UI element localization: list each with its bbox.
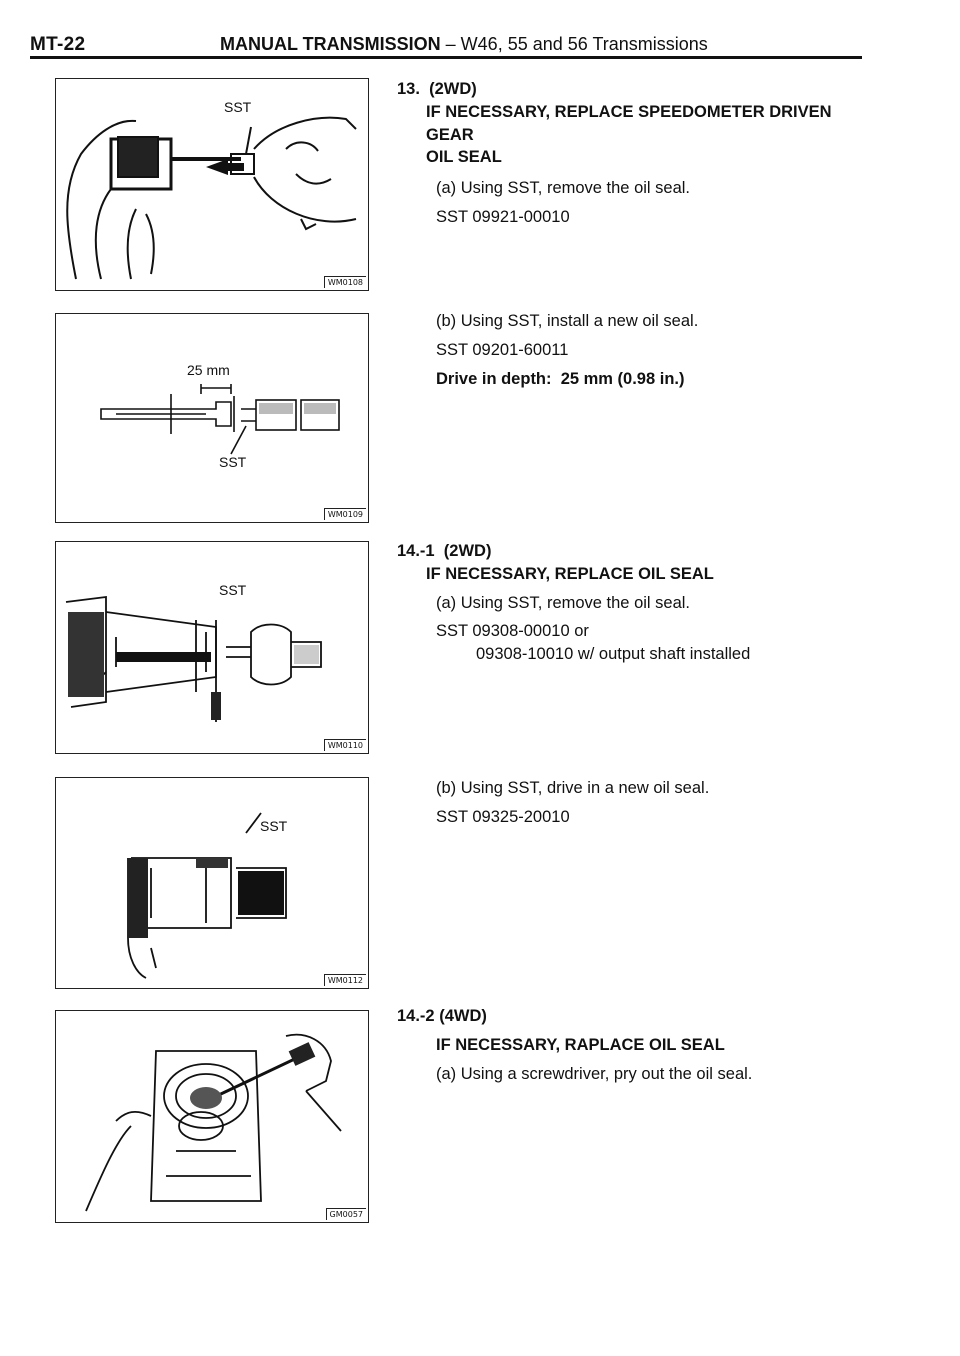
step-13-heading: 13. (2WD) <box>397 78 877 101</box>
figure-wm0109-sst-label: SST <box>219 454 247 470</box>
figure-wm0108-drawing <box>66 116 357 280</box>
figure-gm0057: GM0057 <box>55 1010 369 1223</box>
figure-wm0108-code: WM0108 <box>323 276 366 288</box>
step-13b-spec-label: Drive in depth: <box>436 369 552 388</box>
step-13-qualifier: (2WD) <box>429 80 477 98</box>
step-14-2-qualifier: (4WD) <box>439 1007 487 1025</box>
step-14-2-title: IF NECESSARY, RAPLACE OIL SEAL <box>436 1035 725 1054</box>
step-14-1-number: 14.-1 <box>397 542 435 560</box>
step-13-number: 13. <box>397 80 420 98</box>
step-13b-text: (b) Using SST, install a new oil seal. <box>436 312 699 330</box>
step-13a-text: (a) Using SST, remove the oil seal. <box>436 179 691 198</box>
step-13-title-line1: IF NECESSARY, REPLACE SPEEDOMETER DRIVEN… <box>426 102 832 144</box>
page-number: MT-22 <box>30 34 86 55</box>
step-13-block: 13. (2WD) IF NECESSARY, REPLACE SPEEDOME… <box>397 78 877 229</box>
step-14-2-heading: 14.-2 (4WD) <box>397 1005 877 1028</box>
step-14-1b-block: (b) Using SST, drive in a new oil seal. … <box>397 777 877 829</box>
page-title-bold: MANUAL TRANSMISSION <box>220 34 441 54</box>
step-14-1b-text: (b) Using SST, drive in a new oil seal. <box>436 779 710 797</box>
step-14-2-number: 14.-2 <box>397 1007 435 1025</box>
figure-wm0109: 25 mm SST WM0109 <box>55 313 369 523</box>
figure-wm0112-code: WM0112 <box>323 974 366 986</box>
step-13b-spec-value: 25 mm (0.98 in.) <box>560 369 685 388</box>
figure-wm0109-depth-label: 25 mm <box>187 362 230 378</box>
step-13-title-line2: OIL SEAL <box>426 148 502 167</box>
step-14-1-title: IF NECESSARY, REPLACE OIL SEAL <box>426 564 714 583</box>
step-14-1a-text: (a) Using SST, remove the oil seal. <box>436 593 691 612</box>
figure-wm0112: SST WM0112 <box>55 777 369 989</box>
step-13a-sst: SST 09921-00010 <box>436 207 570 226</box>
figure-wm0108-sst-label: SST <box>224 99 252 115</box>
figure-wm0110-drawing <box>65 595 322 722</box>
figure-gm0057-drawing <box>85 1033 342 1212</box>
page-title: MANUAL TRANSMISSION – W46, 55 and 56 Tra… <box>220 34 708 55</box>
step-14-1-block: 14.-1 (2WD) IF NECESSARY, REPLACE OIL SE… <box>397 540 877 666</box>
figure-wm0110-sst-label: SST <box>219 582 247 598</box>
step-13b-spec: Drive in depth: 25 mm (0.98 in.) <box>397 368 877 391</box>
figure-wm0109-code: WM0109 <box>323 508 366 520</box>
page-header: MT-22 MANUAL TRANSMISSION – W46, 55 and … <box>30 34 860 56</box>
step-14-2-block: 14.-2 (4WD) IF NECESSARY, RAPLACE OIL SE… <box>397 1005 877 1085</box>
figure-wm0112-sst-label: SST <box>260 818 288 834</box>
figure-gm0057-code: GM0057 <box>325 1208 366 1220</box>
step-14-1-heading: 14.-1 (2WD) <box>397 540 877 563</box>
step-13b-block: (b) Using SST, install a new oil seal. S… <box>397 310 877 390</box>
header-rule <box>30 56 862 59</box>
step-14-1-qualifier: (2WD) <box>443 542 492 560</box>
step-14-1a-sst-line1: SST 09308-00010 or <box>436 622 589 641</box>
figure-wm0110-code: WM0110 <box>323 739 366 751</box>
step-14-2a-text: (a) Using a screwdriver, pry out the oil… <box>436 1064 753 1083</box>
step-14-1b-sst: SST 09325-20010 <box>436 807 570 826</box>
step-14-1a-sst-line2: 09308-10010 w/ output shaft installed <box>476 645 751 664</box>
figure-wm0108: SST WM0108 <box>55 78 369 291</box>
page-title-rest: – W46, 55 and 56 Transmissions <box>440 34 708 54</box>
figure-wm0110: SST WM0110 <box>55 541 369 754</box>
figure-wm0112-drawing <box>127 812 287 979</box>
step-13b-sst: SST 09201-60011 <box>436 340 569 359</box>
figure-wm0109-drawing <box>100 384 340 455</box>
